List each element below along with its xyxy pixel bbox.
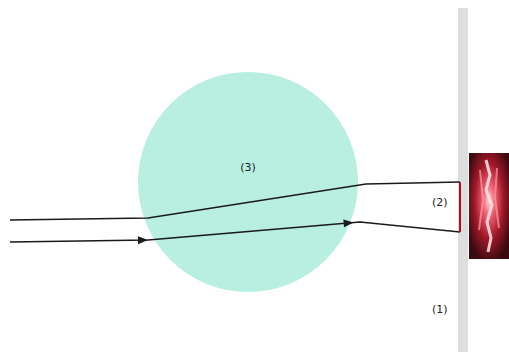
callout-number: (1) [432,303,448,316]
light-ray [10,182,460,220]
spot-segment [459,182,461,232]
light-ray [10,222,460,242]
screen-bar [458,8,468,352]
spot-photo [469,153,509,259]
ray-arrowhead [343,219,353,227]
sphere-outline [138,72,358,292]
callout-number: (2) [432,196,448,209]
ray-arrowhead [138,236,148,244]
lens-sphere: (3) [138,72,358,292]
sphere-fill [138,72,358,292]
callout-number: (3) [138,161,358,174]
